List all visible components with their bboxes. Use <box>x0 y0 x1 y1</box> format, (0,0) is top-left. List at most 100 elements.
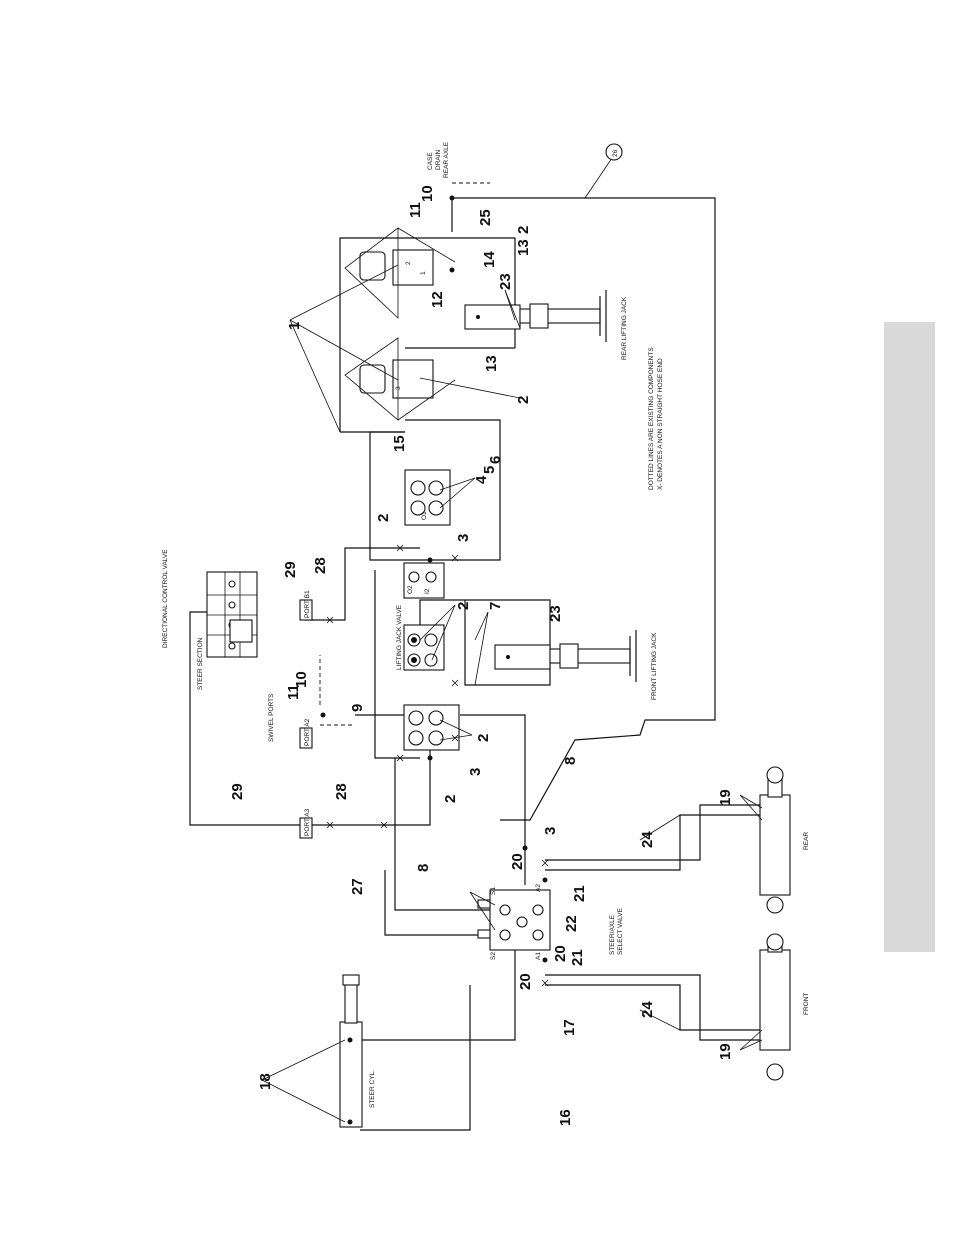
callout: 19 <box>717 1043 734 1060</box>
lifting-jack-valve <box>403 624 445 671</box>
label-port-b1: PORT B1 <box>304 590 311 618</box>
label-rear-lifting-jack: REAR LIFTING JACK <box>621 296 628 360</box>
callout: 3 <box>467 768 484 776</box>
callout: 8 <box>415 864 432 872</box>
callout: 5 <box>481 466 498 474</box>
junction-dots <box>320 195 548 963</box>
callout: 23 <box>497 273 514 290</box>
label-steer-cyl: STEER CYL. <box>369 1070 376 1108</box>
callout: 3 <box>455 534 472 542</box>
callout: 2 <box>515 226 532 234</box>
callout: 2 <box>475 734 492 742</box>
label-front: FRONT <box>803 993 810 1015</box>
label-select-valve-1: STEER/AXLE <box>609 914 616 955</box>
hose-end-x-marks <box>326 544 549 987</box>
callout: 25 <box>477 209 494 226</box>
label-front-lifting-jack: FRONT LIFTING JACK <box>651 632 658 700</box>
callout: 10 <box>293 671 310 688</box>
callout: 8 <box>562 757 579 765</box>
label-case-1: CASE <box>427 152 434 170</box>
callout: 11 <box>285 684 302 700</box>
component-labels: DIRECTIONAL CONTROL VALVE STEER SECTION … <box>162 141 810 1108</box>
port-mark-three: 3 <box>395 386 402 390</box>
callout: 9 <box>349 704 366 712</box>
callout: 16 <box>557 1109 574 1126</box>
callout: 4 <box>473 475 490 484</box>
callout: 7 <box>487 602 504 610</box>
label-26: 26 <box>612 149 619 157</box>
callout: 14 <box>481 251 498 268</box>
callout: 17 <box>561 1019 578 1036</box>
side-tab <box>884 322 935 952</box>
directional-control-valve <box>206 571 258 658</box>
callout: 28 <box>312 557 329 574</box>
callout-circle-26: 26 <box>605 143 623 161</box>
callout: 12 <box>429 291 446 308</box>
label-directional-control-valve: DIRECTIONAL CONTROL VALVE <box>162 549 169 648</box>
label-rear: REAR <box>803 832 810 850</box>
callout-numbers: 1 2 2 2 2 2 2 3 3 3 4 5 6 7 8 8 9 10 10 … <box>229 185 734 1126</box>
callout: 11 <box>407 202 424 218</box>
callout: 24 <box>639 1001 656 1018</box>
label-swivel-ports: SWIVEL PORTS <box>268 693 275 742</box>
label-note-1: DOTTED LINES ARE EXISTING COMPONENTS <box>648 347 655 490</box>
label-note-2: X- DENOTES A NON STRAIGHT HOSE END <box>657 358 664 490</box>
callout: 3 <box>542 827 559 835</box>
relief-valve-block <box>404 469 451 526</box>
port-mark-one: 1 <box>420 271 427 275</box>
label-lifting-jack-valve: LIFTING JACK VALVE <box>396 604 403 670</box>
callout: 22 <box>563 915 580 932</box>
callout: 24 <box>639 831 656 848</box>
callout: 18 <box>257 1073 274 1090</box>
steer-cylinder <box>339 974 363 1128</box>
label-port-a3: PORT A3 <box>304 808 311 836</box>
label-port-a2: PORT A2 <box>304 718 311 746</box>
callout: 27 <box>349 878 366 895</box>
callout: 20 <box>552 945 569 962</box>
label-case-2: DRAIN <box>435 149 442 170</box>
label-select-valve-2: SELECT VALVE <box>617 907 624 955</box>
port-mark-a1: A1 <box>535 952 542 960</box>
callout: 2 <box>375 514 392 522</box>
port-mark-s2: S2 <box>490 952 497 960</box>
callout: 20 <box>517 973 534 990</box>
callout: 21 <box>571 885 588 902</box>
callout: 20 <box>509 853 526 870</box>
port-mark-two: 2 <box>405 261 412 265</box>
existing-component-lines <box>319 182 490 726</box>
callout: 29 <box>229 783 246 800</box>
port-mark-a2: A2 <box>535 884 542 892</box>
callout: 28 <box>333 783 350 800</box>
callout: 2 <box>442 795 459 803</box>
port-mark-o1: O1 <box>421 511 428 520</box>
callout: 21 <box>569 949 586 966</box>
label-case-3: REAR AXLE <box>443 141 450 178</box>
front-lifting-jack <box>494 630 637 682</box>
port-mark-s1: S1 <box>490 887 497 895</box>
label-steer-section: STEER SECTION <box>197 637 204 690</box>
solenoid-valves <box>344 227 456 421</box>
front-axle-cylinder <box>759 933 791 1081</box>
rear-lifting-jack <box>464 290 607 342</box>
callout: 1 <box>286 322 303 330</box>
callout: 29 <box>282 561 299 578</box>
swivel-port-boxes <box>299 599 313 839</box>
steer-axle-select-valve <box>477 889 551 951</box>
manifold-block-upper <box>403 562 445 599</box>
callout: 13 <box>515 239 532 256</box>
callout: 13 <box>483 355 500 372</box>
callout: 6 <box>487 456 504 464</box>
callout: 19 <box>717 789 734 806</box>
callout: 2 <box>515 396 532 404</box>
hose-lines <box>189 157 760 1131</box>
callout: 10 <box>419 185 436 202</box>
manifold-block-lower <box>403 704 460 751</box>
callout: 15 <box>391 435 408 452</box>
port-mark-o2: O2 <box>407 585 414 594</box>
port-mark-i2: I2 <box>424 588 431 594</box>
leader-lines <box>261 264 763 1123</box>
rear-axle-cylinder <box>759 766 791 914</box>
callout: 23 <box>547 605 564 622</box>
callout: 2 <box>455 602 472 610</box>
